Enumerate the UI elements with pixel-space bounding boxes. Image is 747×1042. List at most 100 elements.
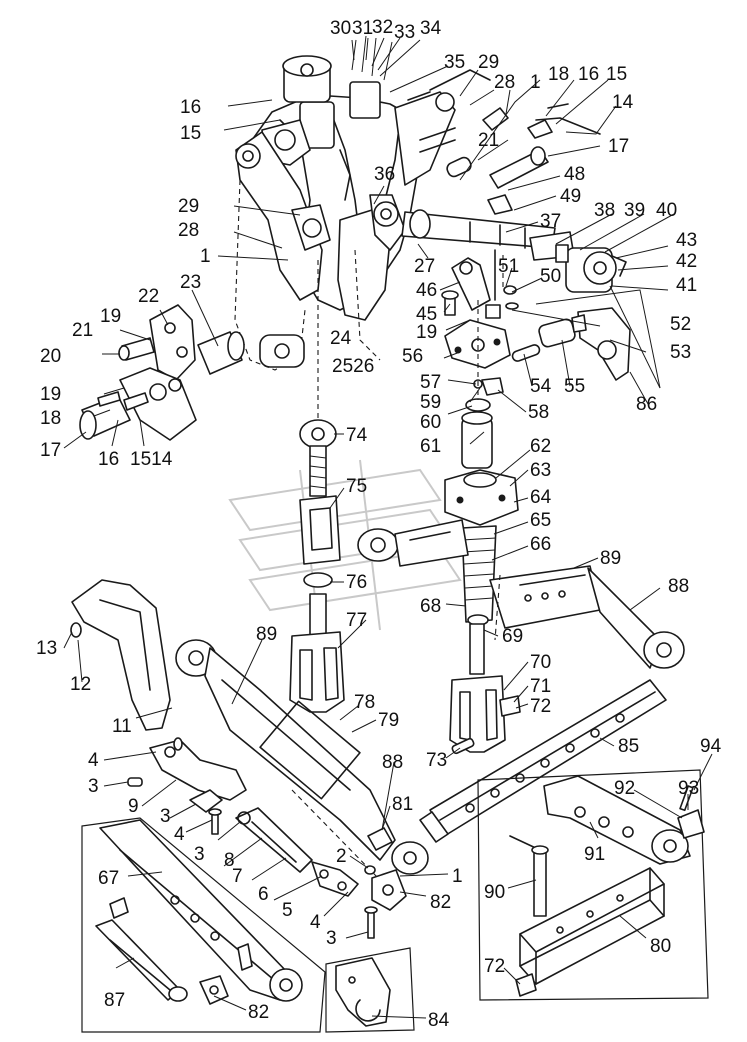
callout-55: 55: [564, 376, 585, 397]
callout-89-left: 89: [256, 624, 277, 645]
callout-32: 32: [372, 17, 393, 38]
callout-57: 57: [420, 372, 441, 393]
callout-29-left: 29: [178, 196, 199, 217]
callout-53: 53: [670, 342, 691, 363]
lift-rod-right: [444, 300, 521, 755]
callout-7: 7: [232, 866, 243, 887]
callout-94: 94: [700, 736, 722, 757]
callout-88-right: 88: [668, 576, 689, 597]
callout-50: 50: [540, 266, 561, 287]
callout-28: 28: [494, 72, 515, 93]
callout-5: 5: [282, 900, 293, 921]
callout-18: 18: [548, 64, 569, 85]
callout-48: 48: [564, 164, 585, 185]
callout-2: 2: [336, 846, 347, 867]
callout-82-mid: 82: [430, 892, 451, 913]
callout-68: 68: [420, 596, 441, 617]
callout-21-left: 21: [72, 320, 93, 341]
callout-1-left: 1: [200, 246, 211, 267]
callout-27: 27: [414, 256, 435, 277]
hook-box: [325, 947, 415, 1033]
callout-59: 59: [420, 392, 441, 413]
callout-67: 67: [98, 868, 119, 889]
lower-link-left: [175, 639, 429, 881]
callout-20: 20: [40, 346, 61, 367]
callout-73: 73: [426, 750, 447, 771]
callout-92: 92: [614, 778, 635, 799]
callout-6: 6: [258, 884, 269, 905]
callout-62: 62: [530, 436, 551, 457]
callout-91: 91: [584, 844, 605, 865]
callout-12: 12: [70, 674, 91, 695]
callout-8: 8: [224, 850, 235, 871]
callout-15: 15: [606, 64, 627, 85]
callout-64: 64: [530, 487, 552, 508]
callout-85: 85: [618, 736, 639, 757]
callout-84: 84: [428, 1010, 450, 1031]
callout-79: 79: [378, 710, 399, 731]
lift-housing-assembly: [234, 35, 601, 371]
callout-33: 33: [394, 22, 415, 43]
lower-link-right: [489, 565, 685, 669]
callout-40: 40: [656, 200, 677, 221]
callout-87: 87: [104, 990, 125, 1011]
callout-11: 11: [112, 716, 132, 737]
callout-22: 22: [138, 286, 159, 307]
callout-49: 49: [560, 186, 581, 207]
callout-1514: 1514: [130, 449, 173, 470]
callout-4-mid: 4: [174, 824, 185, 845]
callout-16: 16: [578, 64, 599, 85]
callout-77: 77: [346, 610, 367, 631]
callout-89-right: 89: [600, 548, 621, 569]
callout-19-mid: 19: [416, 322, 437, 343]
callout-41: 41: [676, 275, 697, 296]
callout-23: 23: [180, 272, 201, 293]
left-bracket-assembly: [79, 304, 245, 441]
drawbar-frame-box: [477, 769, 709, 1001]
callout-3-lower: 3: [194, 844, 205, 865]
callout-65: 65: [530, 510, 551, 531]
callout-52: 52: [670, 314, 691, 335]
callout-13: 13: [36, 638, 57, 659]
callout-58: 58: [528, 402, 549, 423]
callout-17-left: 17: [40, 440, 61, 461]
callout-42: 42: [676, 251, 697, 272]
callout-9: 9: [128, 796, 139, 817]
callout-86: 86: [636, 394, 657, 415]
callout-56: 56: [402, 346, 423, 367]
callout-37: 37: [540, 211, 561, 232]
lever-assembly: [441, 249, 631, 396]
callout-63: 63: [530, 460, 551, 481]
callout-3-top: 3: [88, 776, 99, 797]
callout-28-left: 28: [178, 220, 199, 241]
callout-74: 74: [346, 425, 368, 446]
callout-70: 70: [530, 652, 551, 673]
callout-80: 80: [650, 936, 671, 957]
callout-24: 24: [330, 328, 352, 349]
callout-19-left: 19: [40, 384, 61, 405]
callout-16-left: 16: [180, 97, 201, 118]
callout-3-mid: 3: [160, 806, 171, 827]
callout-82-bottom: 82: [248, 1002, 269, 1023]
callout-90: 90: [484, 882, 505, 903]
callout-43: 43: [676, 230, 697, 251]
callout-15-left: 15: [180, 123, 201, 144]
valve-coupler-assembly: [529, 231, 661, 389]
callout-71: 71: [530, 676, 551, 697]
callout-78: 78: [354, 692, 375, 713]
callout-60: 60: [420, 412, 441, 433]
callout-81: 81: [392, 794, 413, 815]
callout-72-mid: 72: [530, 696, 551, 717]
callout-1-lower: 1: [452, 866, 463, 887]
callout-61: 61: [420, 436, 441, 457]
callout-30: 30: [330, 18, 351, 39]
callout-54: 54: [530, 376, 552, 397]
callout-51: 51: [498, 256, 519, 277]
callout-34: 34: [420, 18, 442, 39]
callout-21: 21: [478, 130, 499, 151]
callout-45: 45: [416, 304, 437, 325]
callout-3-bottom: 3: [326, 928, 337, 949]
callout-76: 76: [346, 572, 367, 593]
cross-link: [357, 519, 469, 567]
